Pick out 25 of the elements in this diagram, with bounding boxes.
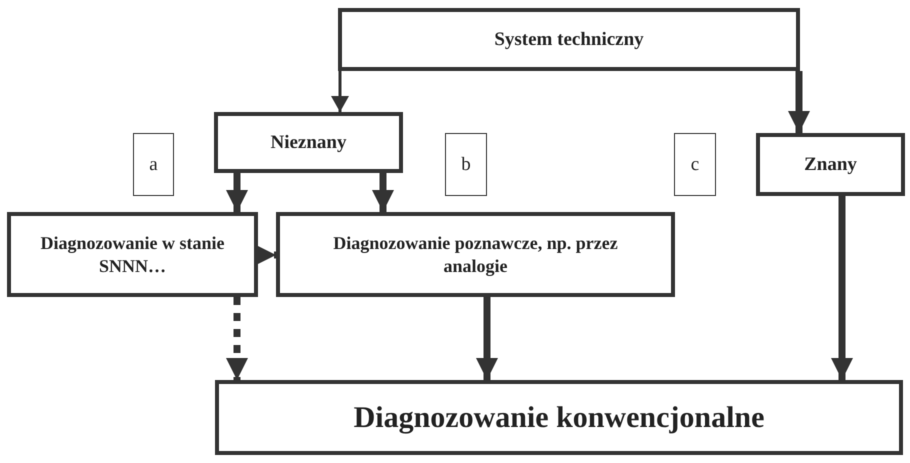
process-box — [338, 8, 800, 71]
arrow — [831, 196, 853, 380]
letter-box — [674, 133, 716, 196]
box-label: Diagnozowanie konwencjonalne — [354, 400, 764, 436]
box-label: Nieznany — [270, 130, 346, 154]
arrow — [788, 71, 810, 133]
arrow — [331, 71, 349, 112]
process-box — [215, 380, 903, 455]
box-label: Diagnozowanie poznawcze, np. przez analogie — [332, 232, 619, 277]
box-label: Diagnozowanie w stanie SNNN… — [40, 232, 226, 277]
box-label: Znany — [804, 152, 857, 176]
process-box — [276, 212, 675, 297]
process-box — [214, 112, 403, 173]
letter-box — [133, 133, 174, 196]
box-label: c — [690, 152, 700, 176]
arrow — [476, 297, 498, 380]
box-label: System techniczny — [494, 28, 644, 52]
arrow — [372, 173, 394, 212]
arrow — [226, 297, 248, 380]
box-label: a — [149, 152, 158, 176]
arrow — [226, 173, 248, 212]
box-label: b — [461, 152, 471, 176]
process-box — [756, 133, 905, 196]
process-box — [7, 212, 258, 297]
letter-box — [445, 133, 487, 196]
